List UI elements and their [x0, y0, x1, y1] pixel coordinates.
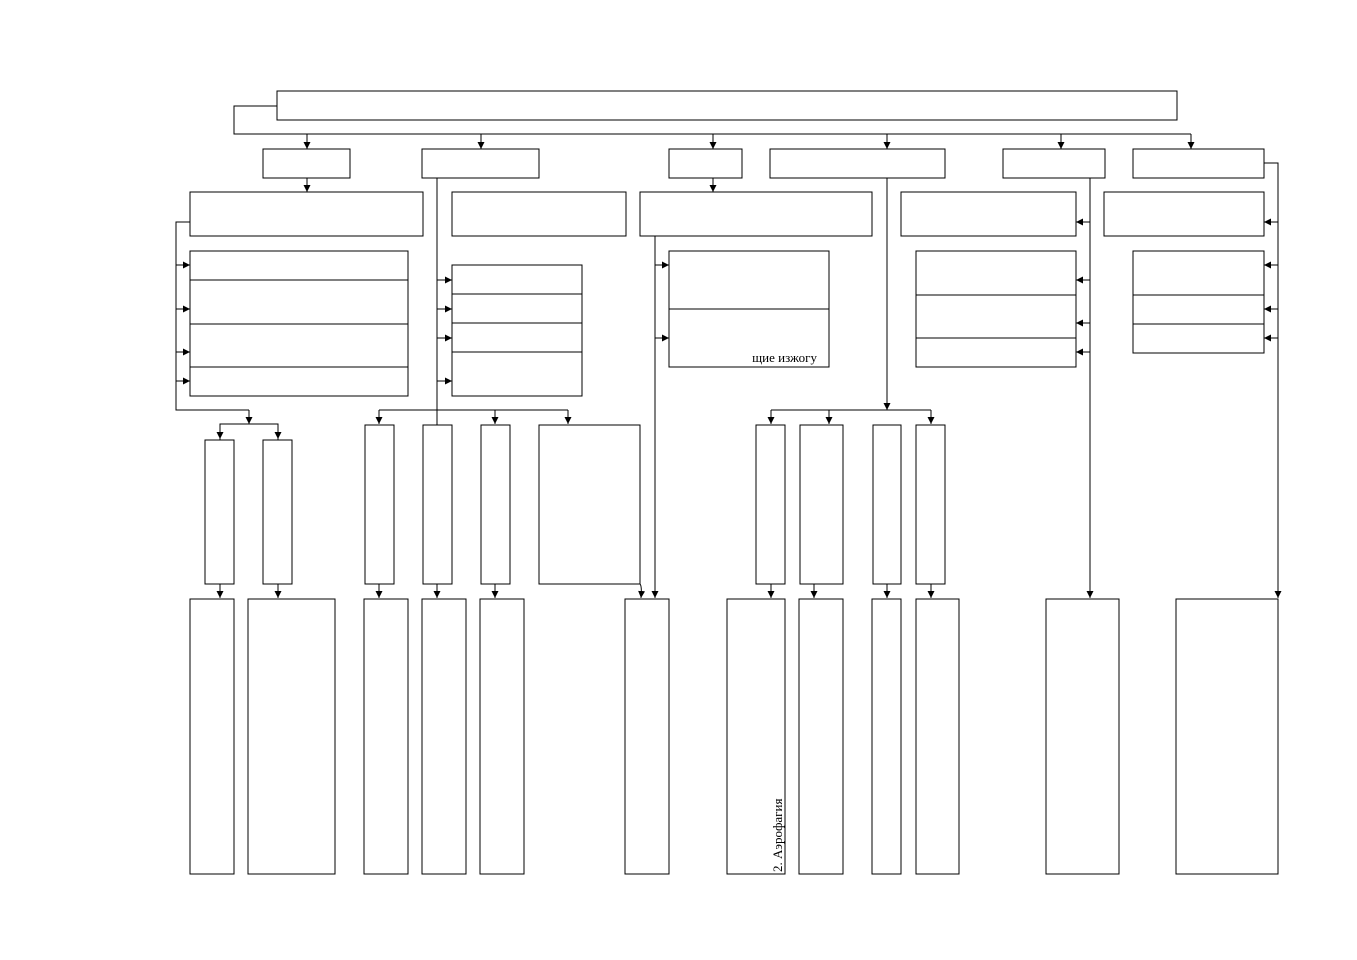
group-b-arrows — [375, 276, 572, 424]
stack-group-a — [189, 250, 409, 397]
level1-box-4 — [769, 148, 946, 179]
heartburn-box-bottom — [668, 308, 830, 368]
level1-box-3 — [668, 148, 743, 179]
group-c-arrows — [655, 261, 669, 342]
level1-box-5 — [1002, 148, 1106, 179]
level1-box-1 — [262, 148, 351, 179]
level1-box-2 — [421, 148, 540, 179]
group-e-arrows — [1076, 218, 1090, 356]
level1-box-6 — [1132, 148, 1265, 179]
group-d-arrows — [767, 409, 935, 424]
group-a-spine — [175, 221, 249, 411]
middle-boxes — [204, 424, 946, 585]
aerophagia-label: 2. Аэрофагия — [770, 799, 785, 872]
stack-group-e — [915, 250, 1077, 368]
level2-box-5 — [1103, 191, 1265, 237]
level2-box-1 — [189, 191, 424, 237]
group-f-arrows — [1264, 218, 1278, 342]
group-a-arrows — [176, 261, 282, 440]
stack-group-b — [451, 264, 583, 397]
bottom-boxes — [189, 598, 1279, 875]
level2-box-4 — [900, 191, 1077, 237]
group-f-spine — [1264, 162, 1282, 598]
level2-box-2 — [451, 191, 627, 237]
heartburn-label: щие изжогу — [752, 350, 817, 365]
level2-box-3 — [639, 191, 873, 237]
bottom-connectors — [216, 583, 935, 599]
stack-group-f — [1132, 250, 1265, 354]
level1-connectors — [303, 134, 1195, 149]
heartburn-box-top — [668, 250, 830, 310]
root-box — [276, 90, 1178, 121]
